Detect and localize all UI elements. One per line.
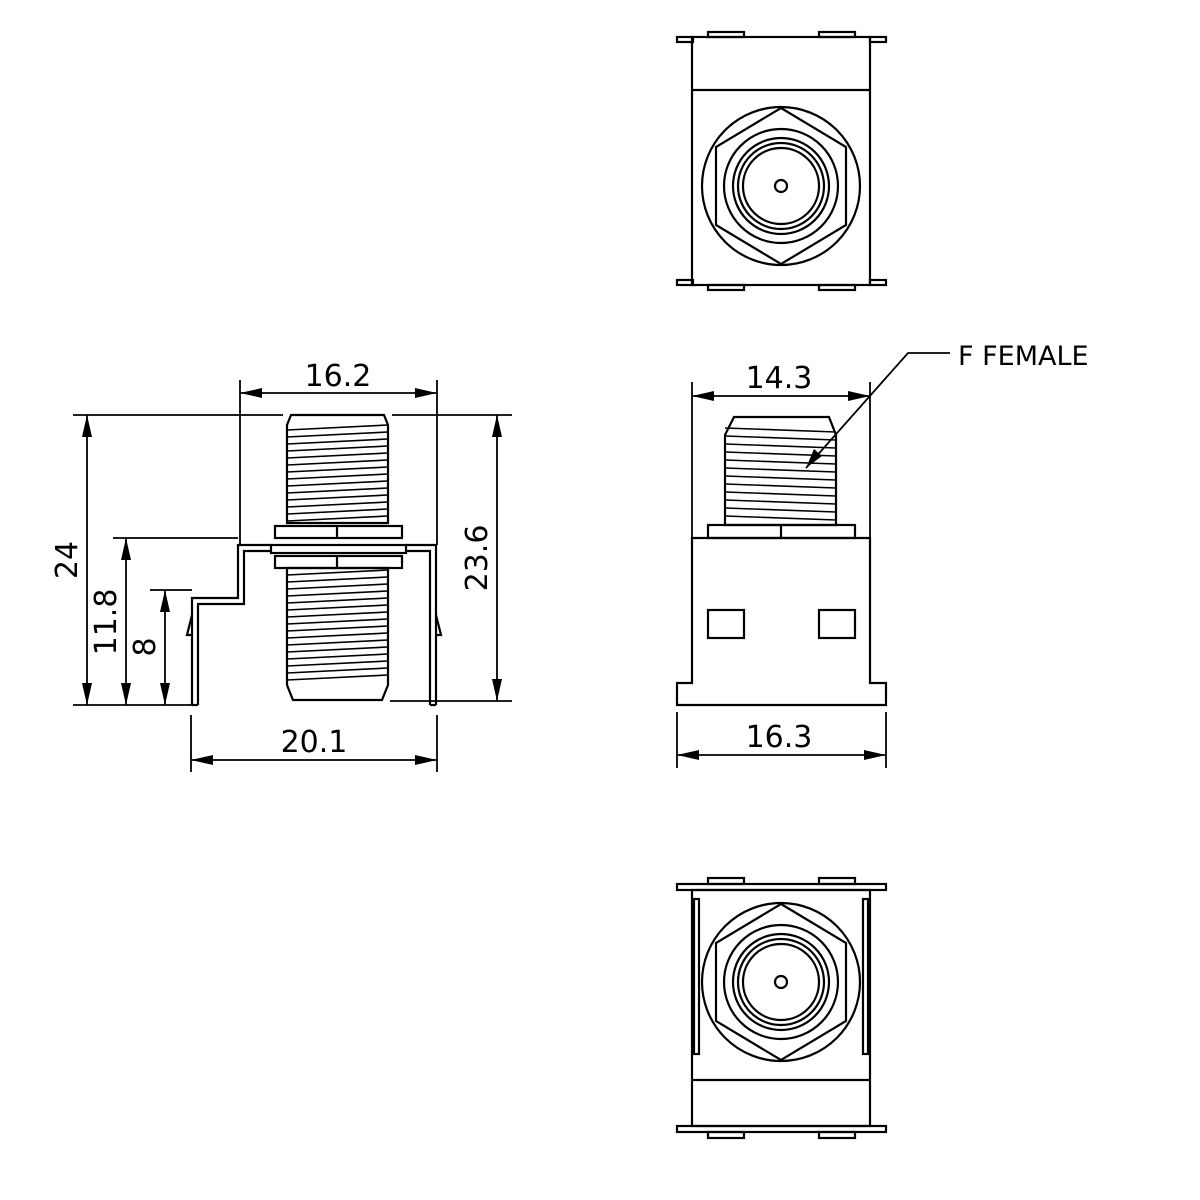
upper-thread-lines [286, 424, 389, 522]
dim-base-width: 16.3 [746, 720, 813, 755]
front-thread-lines [724, 427, 837, 521]
callout-f-female: F FEMALE [958, 341, 1089, 372]
bottom-view [675, 876, 888, 1140]
dim-flange-height: 11.8 [89, 589, 124, 656]
lower-thread-lines [286, 569, 389, 681]
dim-top-width: 16.2 [305, 359, 372, 394]
top-view [675, 30, 888, 292]
dim-overall-height-right: 23.6 [460, 525, 495, 592]
dim-overall-height-left: 24 [50, 541, 85, 579]
dim-bottom-width: 20.1 [281, 725, 348, 760]
dim-clip-height: 8 [128, 637, 163, 656]
side-view: 16.2 20.1 24 11.8 8 23.6 [50, 359, 512, 772]
front-view: 14.3 16.3 F FEMALE [675, 341, 1089, 768]
dim-upper-width: 14.3 [746, 361, 813, 396]
